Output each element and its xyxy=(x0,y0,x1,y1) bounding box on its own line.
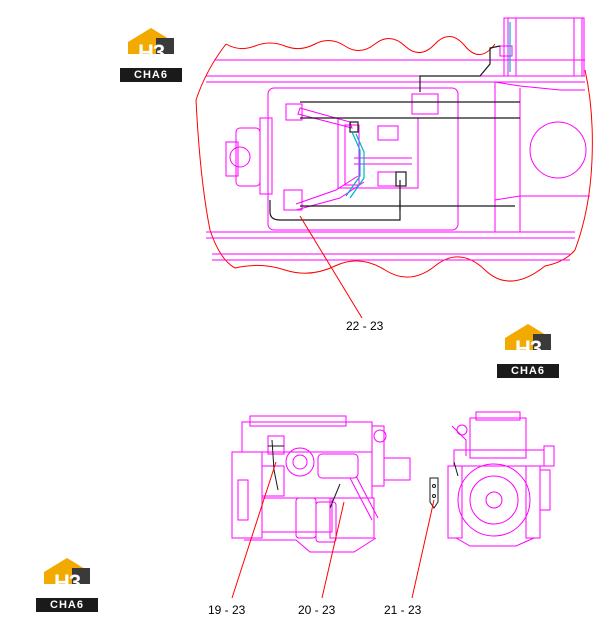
leader-line-top xyxy=(299,215,363,319)
brand-logo-top: H3 CHA6 xyxy=(120,26,182,84)
right-break-line xyxy=(574,69,593,251)
left-break-line xyxy=(195,43,227,101)
logo-subtext: CHA6 xyxy=(120,68,182,82)
engine-side-view-hoses xyxy=(268,439,341,509)
logo-subtext: CHA6 xyxy=(497,364,559,378)
engine-front-view xyxy=(447,411,555,547)
callout-20-23: 20 - 23 xyxy=(298,603,336,617)
callout-22-23: 22 - 23 xyxy=(346,319,384,333)
callout-19-23: 19 - 23 xyxy=(208,603,246,617)
brand-logo-bottom: H3 CHA6 xyxy=(36,556,98,614)
leader-line-left xyxy=(231,461,277,599)
leader-line-center xyxy=(321,501,345,599)
logo-roof-icon xyxy=(505,324,551,350)
top-break-line xyxy=(225,36,496,55)
logo-roof-icon xyxy=(128,28,174,54)
leader-line-right xyxy=(411,499,435,599)
logo-text: H3 xyxy=(53,570,81,595)
logo-subtext: CHA6 xyxy=(36,598,98,612)
logo-text: H3 xyxy=(514,336,542,361)
logo-text: H3 xyxy=(137,40,165,65)
brand-logo-middle: H3 CHA6 xyxy=(497,322,559,380)
callout-21-23: 21 - 23 xyxy=(384,603,422,617)
bottom-break-line xyxy=(195,99,576,282)
engine-front-bracket xyxy=(429,461,459,509)
engine-side-view xyxy=(231,415,411,553)
chassis-top-view xyxy=(195,17,593,282)
logo-roof-icon xyxy=(44,558,90,584)
